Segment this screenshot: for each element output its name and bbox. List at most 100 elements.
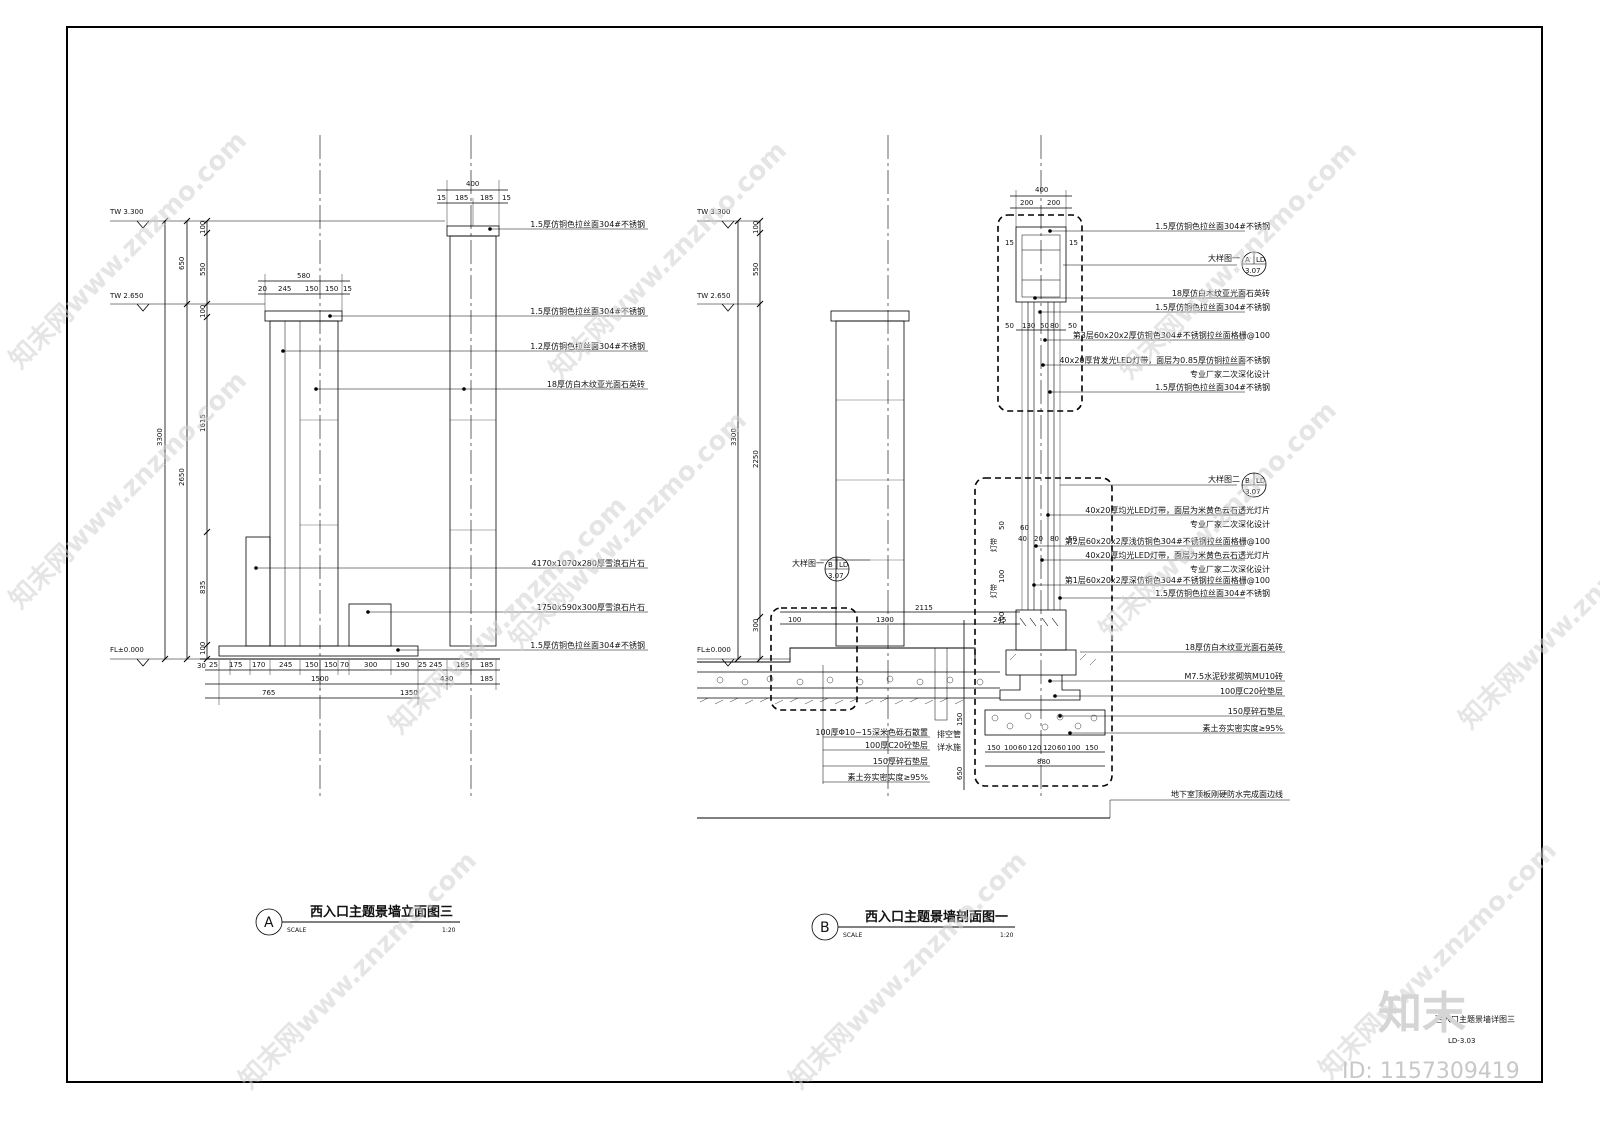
dim-text: 245 bbox=[279, 661, 292, 669]
view-marker: A bbox=[264, 915, 274, 931]
dim-text: 15 bbox=[502, 194, 511, 202]
dim-text: 3300 bbox=[156, 428, 164, 446]
detail-ref-page: 3.07 bbox=[828, 572, 844, 580]
dim-text: 20 bbox=[1034, 535, 1043, 543]
callout-text: 1.5厚仿铜色拉丝面304#不锈钢 bbox=[1155, 221, 1270, 231]
dim-text: 245 bbox=[429, 661, 442, 669]
dim-text: 70 bbox=[340, 661, 349, 669]
dim-text: 185 bbox=[455, 194, 468, 202]
dim-text: 190 bbox=[396, 661, 409, 669]
callout-text: 40x20厚背发光LED灯带，面层为0.85厚仿铜拉丝面不锈钢 bbox=[1059, 355, 1270, 365]
rock-slab bbox=[348, 603, 392, 647]
callout-text: 1.5厚仿铜色拉丝面304#不锈钢 bbox=[1155, 588, 1270, 598]
callout-text: M7.5水泥砂浆砌筑MU10砖 bbox=[1184, 671, 1283, 681]
dim-text: 120 bbox=[1043, 744, 1056, 752]
dim-text: 650 bbox=[956, 767, 964, 780]
scale-label: SCALE bbox=[287, 927, 306, 934]
dim-text: 60 bbox=[1057, 744, 1066, 752]
dim-text: 2115 bbox=[915, 604, 933, 612]
drawing-name: 西入口主题景墙详图三 bbox=[1435, 1014, 1515, 1024]
elevation-view bbox=[110, 135, 648, 800]
callout-text: 素土夯实密实度≥95% bbox=[848, 772, 929, 782]
dim-text: 245 bbox=[993, 616, 1006, 624]
dim-text: 80 bbox=[1050, 535, 1059, 543]
level-label: TW 2.650 bbox=[109, 292, 143, 300]
watermark-text: 知末网www.znzmo.com bbox=[384, 491, 633, 740]
dim-text: 80 bbox=[1050, 322, 1059, 330]
watermark-text: 知末网www.znzmo.com bbox=[784, 846, 1033, 1095]
watermark-id: ID: 1157309419 bbox=[1342, 1059, 1520, 1084]
callout-text: 第2层60x20x2厚浅仿铜色304#不锈钢拉丝面格栅@100 bbox=[1065, 536, 1270, 546]
dim-text: 30 bbox=[197, 662, 206, 670]
dim-text: 15 bbox=[1005, 239, 1014, 247]
dim-text: 50 bbox=[1068, 535, 1077, 543]
detail-box bbox=[974, 477, 1113, 787]
small-label: 灯带 bbox=[989, 538, 998, 552]
dim-text: 100 bbox=[998, 570, 1006, 583]
callout-text: 100厚C20砼垫层 bbox=[1220, 686, 1283, 696]
dim-text: 150 bbox=[305, 661, 318, 669]
dim-text: 50 bbox=[1005, 322, 1014, 330]
dim-text: 835 bbox=[199, 581, 207, 594]
detail-ref-page: 3.07 bbox=[1245, 267, 1261, 275]
watermark-text: 知末网www.znzmo.com bbox=[1454, 486, 1600, 735]
dim-text: 25 bbox=[209, 661, 218, 669]
watermark-text: 知末网www.znzmo.com bbox=[1114, 136, 1363, 385]
dim-text: 150 bbox=[305, 285, 318, 293]
sheet-frame bbox=[66, 26, 1543, 1083]
detail-ref-letter: B bbox=[1245, 477, 1250, 485]
dim-text: 1350 bbox=[400, 689, 418, 697]
detail-ref-label: 大样图一 bbox=[1208, 253, 1240, 263]
detail-ref-page: 3.07 bbox=[1245, 488, 1261, 496]
dim-text: 175 bbox=[229, 661, 242, 669]
callout-text: 地下室顶板刚硬防水完成面边线 bbox=[1171, 789, 1283, 799]
detail-ref-sheet: LD bbox=[839, 561, 848, 569]
dim-text: 400 bbox=[466, 180, 479, 188]
dim-text: 300 bbox=[752, 619, 760, 632]
dim-text: 100 bbox=[788, 616, 801, 624]
detail-box bbox=[770, 607, 858, 711]
dim-text: 170 bbox=[252, 661, 265, 669]
dim-text: 150 bbox=[1085, 744, 1098, 752]
detail-ref-letter: A bbox=[1245, 256, 1250, 264]
detail-ref-sheet: LD bbox=[1256, 477, 1265, 485]
dim-text: 20 bbox=[258, 285, 267, 293]
watermark-text: 知末网www.znzmo.com bbox=[4, 126, 253, 375]
callout-text: 100厚C20砼垫层 bbox=[865, 740, 928, 750]
dim-text: 100 bbox=[199, 642, 207, 655]
watermark-text: 知末网www.znzmo.com bbox=[544, 136, 793, 385]
callout-text: 40x20厚均光LED灯带，面层为米黄色云石透光灯片 bbox=[1085, 550, 1270, 560]
dim-text: 185 bbox=[480, 661, 493, 669]
column-cap bbox=[446, 225, 500, 237]
detail-ref-label: 大样图二 bbox=[1208, 474, 1240, 484]
scale-label: SCALE bbox=[843, 932, 862, 939]
level-label: TW 3.300 bbox=[696, 208, 730, 216]
callout-text: 150厚碎石垫层 bbox=[1228, 706, 1283, 716]
view-marker: B bbox=[820, 920, 830, 936]
callout-text: 专业厂家二次深化设计 bbox=[1190, 519, 1270, 529]
section-texts: TW 3.300 TW 2.650 FL±0.000 100 550 3300 … bbox=[696, 186, 1283, 799]
dim-text: 100 bbox=[1067, 744, 1080, 752]
small-label: 灯带 bbox=[989, 584, 998, 598]
dim-text: 40 bbox=[1018, 535, 1027, 543]
dim-text: 550 bbox=[199, 263, 207, 276]
elevation-title-block: A 西入口主题景墙立面图三 SCALE 1:20 bbox=[255, 904, 460, 936]
title-block: 西入口主题景墙详图三 LD-3.03 bbox=[1435, 1014, 1515, 1045]
callout-text: 素土夯实密实度≥95% bbox=[1203, 723, 1284, 733]
dim-text: 580 bbox=[297, 272, 310, 280]
callout-text: 18厚仿白木纹亚光面石英砖 bbox=[547, 379, 645, 389]
detail-ref-label: 大样图一 bbox=[792, 558, 824, 568]
view-title: 西入口主题景墙剖面图一 bbox=[865, 909, 1008, 925]
level-marker bbox=[136, 220, 150, 229]
dim-text: 300 bbox=[364, 661, 377, 669]
dim-text: 50 bbox=[998, 521, 1006, 530]
dim-text: 765 bbox=[262, 689, 275, 697]
dim-text: 60 bbox=[1020, 524, 1029, 532]
dim-text: 550 bbox=[752, 263, 760, 276]
level-marker bbox=[136, 658, 150, 667]
callout-text: 4170x1070x280厚雪浪石片石 bbox=[532, 558, 645, 568]
dim-text: 15 bbox=[437, 194, 446, 202]
watermark-layer: 知末网www.znzmo.com 知末网www.znzmo.com 知末网www… bbox=[4, 126, 1600, 1095]
dim-text: 150 bbox=[987, 744, 1000, 752]
dim-text: 185 bbox=[480, 675, 493, 683]
